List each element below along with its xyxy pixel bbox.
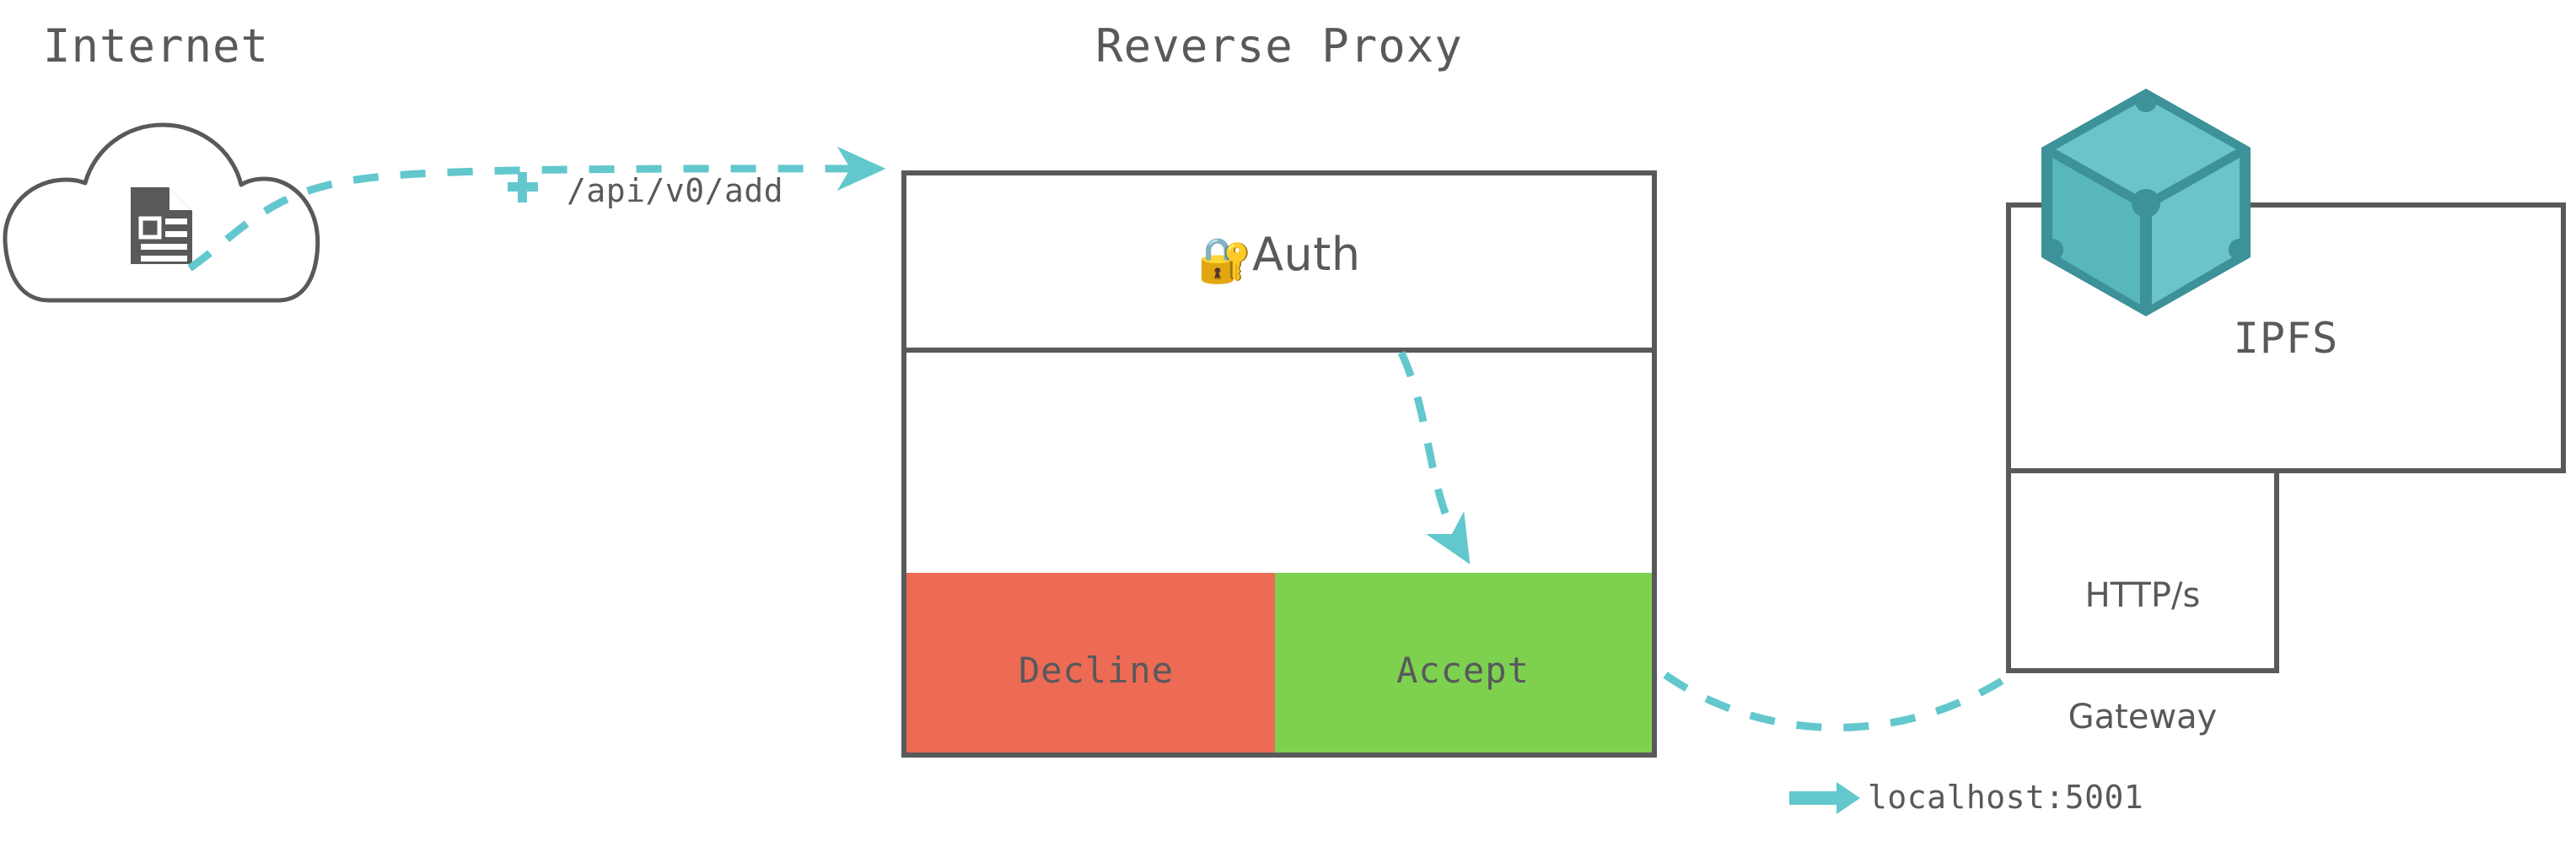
http-gateway-label: HTTP/s Gateway xyxy=(2009,494,2277,818)
endpoint-address-label: localhost:5001 xyxy=(1868,779,2144,816)
ipfs-cube-icon xyxy=(2041,89,2251,316)
http-gateway-box xyxy=(2006,468,2279,673)
http-gateway-line-2: Gateway xyxy=(2068,698,2218,736)
ipfs-label: IPFS xyxy=(2233,314,2339,363)
right-arrow-icon xyxy=(1789,782,1860,814)
page-title-internet: Internet xyxy=(42,19,270,73)
accept-to-gateway-arrow xyxy=(1663,595,2125,731)
page-title-reverse-proxy: Reverse Proxy xyxy=(1095,19,1463,73)
decline-cell[interactable] xyxy=(906,573,1275,753)
api-endpoint-label: /api/v0/add xyxy=(567,172,784,209)
auth-row: 🔐Auth xyxy=(904,232,1654,283)
http-gateway-line-1: HTTP/s xyxy=(2084,576,2201,615)
document-icon xyxy=(131,187,192,264)
plus-icon xyxy=(508,172,538,202)
accept-cell[interactable] xyxy=(1275,573,1652,753)
decline-label[interactable]: Decline xyxy=(1018,650,1174,691)
auth-label: Auth xyxy=(1252,228,1361,281)
api-request-arrow xyxy=(187,146,886,272)
decision-row xyxy=(901,170,1657,758)
auth-to-decision-arrow xyxy=(1397,351,1471,565)
accept-label[interactable]: Accept xyxy=(1396,650,1530,691)
locked-with-key-icon: 🔐 xyxy=(1197,235,1253,286)
